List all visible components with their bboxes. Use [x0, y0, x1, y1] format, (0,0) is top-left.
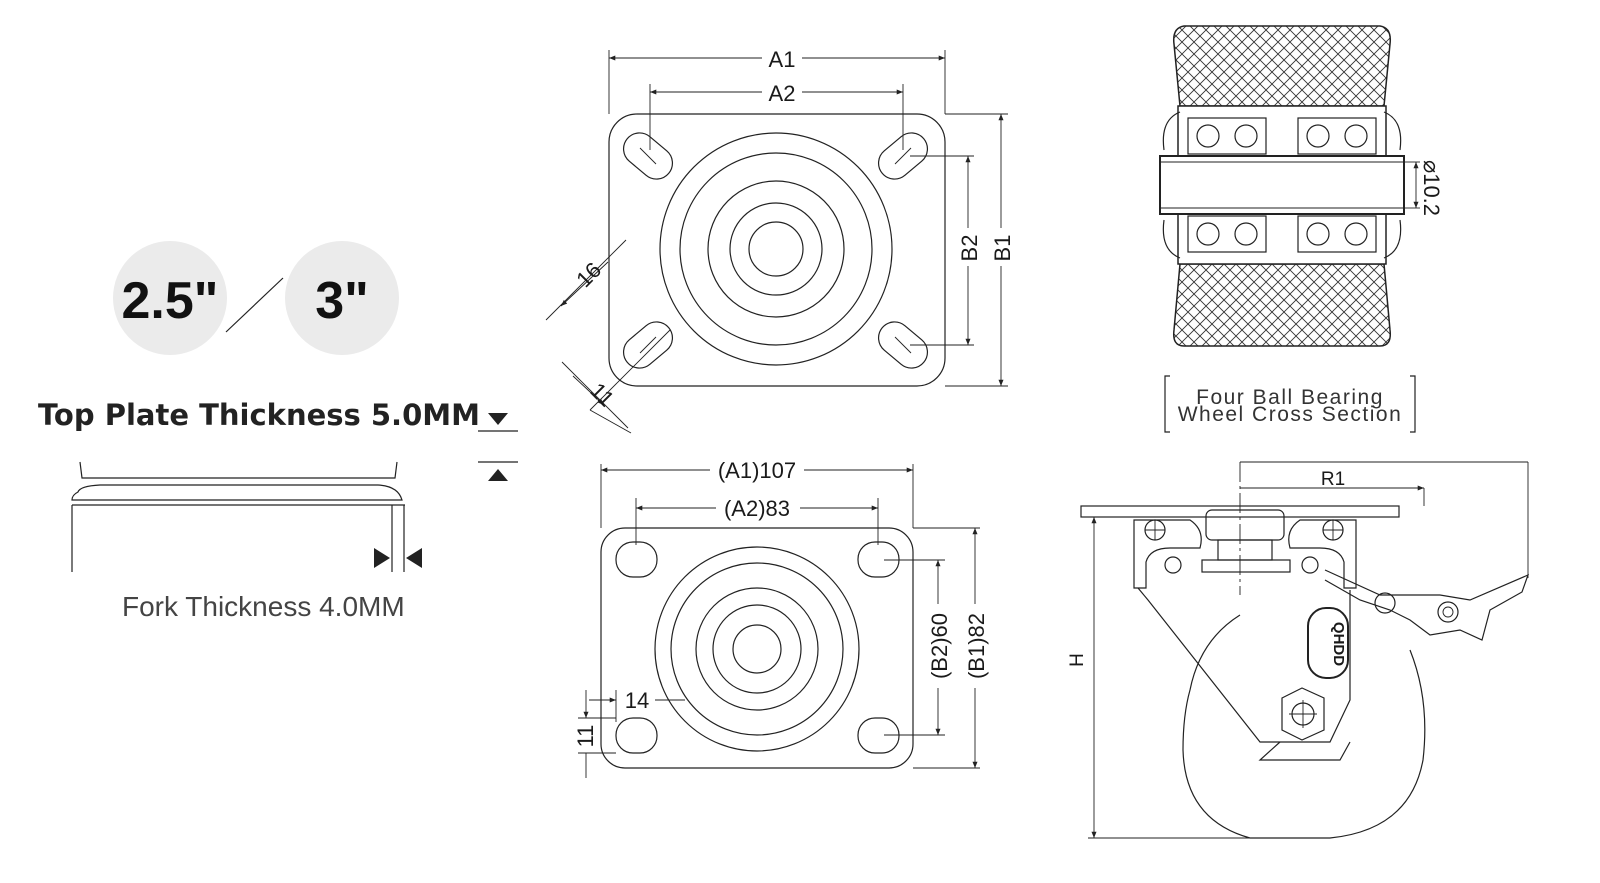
top-plate-thickness-note: Top Plate Thickness 5.0MM — [38, 398, 480, 432]
size-badges: 2.5" 3" — [113, 241, 399, 355]
dim-a2-83: (A2)83 — [724, 496, 790, 521]
dim-a2: A2 — [769, 81, 796, 106]
dim-b2: B2 — [957, 235, 982, 262]
dim-b2-60: (B2)60 — [927, 613, 952, 679]
brake-lever — [1324, 569, 1530, 641]
axle — [1159, 155, 1405, 215]
size-2-5-label: 2.5" — [122, 272, 219, 330]
fork-body — [1137, 587, 1351, 743]
brand-logo — [1307, 607, 1349, 679]
fork-arrow-left — [406, 548, 422, 568]
wheel-cross-section: ⌀10.2 Four Ball Bearing Wheel Cross Sect… — [1159, 25, 1444, 433]
bottom-plate-outline — [600, 527, 914, 769]
size-badge-2-5-bg — [113, 241, 227, 355]
fork-thickness-note: Fork Thickness 4.0MM — [122, 591, 405, 622]
wheel-caption-line2: Wheel Cross Section — [1178, 403, 1403, 426]
plate-profile — [79, 461, 398, 479]
fork-arrow-right — [374, 548, 390, 568]
dim-slot-11: 11 — [585, 378, 619, 412]
thickness-detail: Top Plate Thickness 5.0MM Fork Thickness… — [38, 398, 518, 622]
dim-b1-82: (B1)82 — [964, 613, 989, 679]
brand-logo-text: QHDD — [1330, 622, 1347, 666]
wheel-tread-bottom — [1172, 263, 1392, 347]
dim-r1: R1 — [1321, 469, 1345, 490]
dim-b1: B1 — [990, 235, 1015, 262]
dim-a1-107: (A1)107 — [718, 458, 796, 483]
wheel-tread-top — [1172, 25, 1392, 107]
top-plate-outline — [608, 113, 946, 387]
side-wheel — [1182, 614, 1426, 839]
dim-slot-16: 16 — [571, 257, 606, 292]
dim-h: H — [1067, 653, 1088, 667]
dim-hole-14: 14 — [625, 688, 649, 713]
caster-side-view: QHDD R1 H — [1067, 461, 1530, 839]
bottom-plate-view: (A1)107 (A2)83 (B1)82 (B2)60 14 11 — [573, 458, 989, 778]
axle-diameter: ⌀10.2 — [1419, 160, 1444, 216]
size-3-label: 3" — [315, 272, 369, 330]
size-separator — [225, 277, 284, 333]
size-badge-3-bg — [285, 241, 399, 355]
top-arrow-down — [488, 413, 508, 425]
wheel-caption-line1: Four Ball Bearing — [1196, 386, 1384, 409]
dim-a1: A1 — [769, 47, 796, 72]
dim-hole-11: 11 — [573, 725, 598, 748]
top-arrow-up — [488, 469, 508, 481]
top-plate-view: A1 A2 B1 B2 16 11 — [545, 46, 1015, 434]
